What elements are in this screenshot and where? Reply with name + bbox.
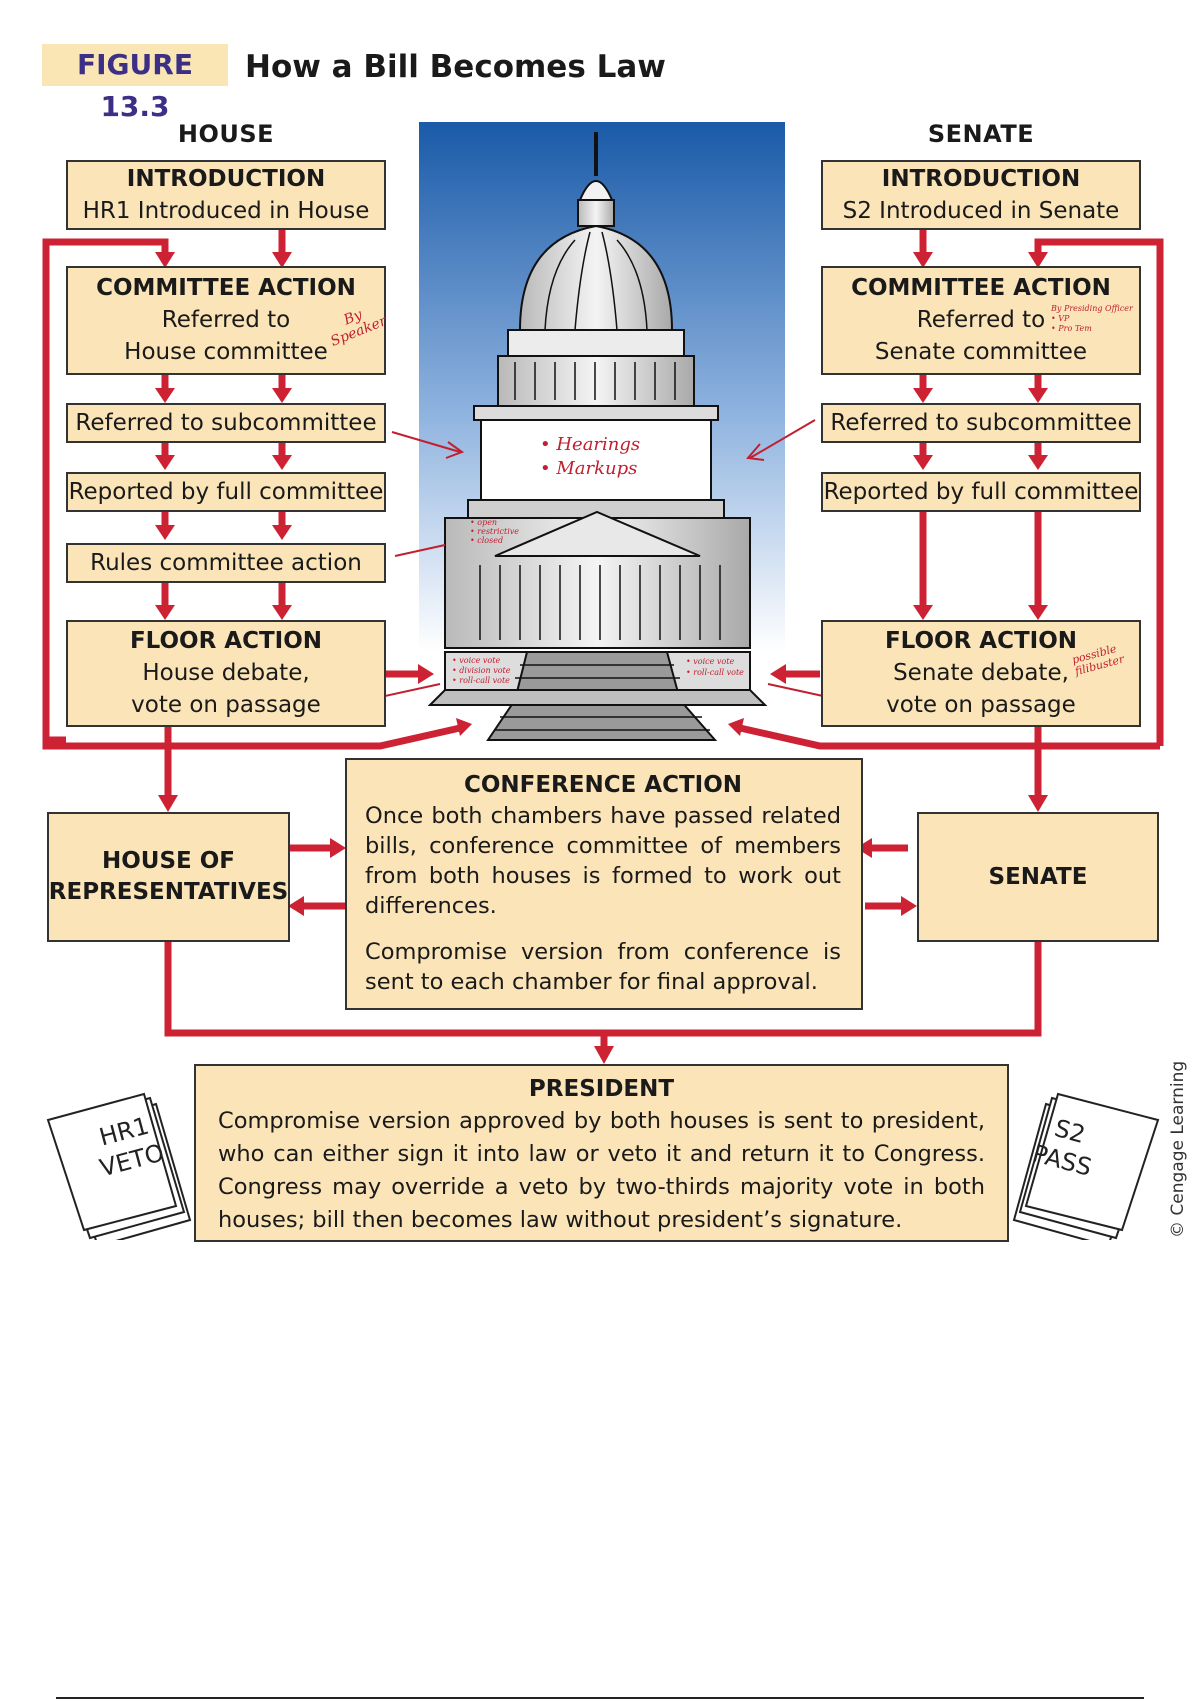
senate-heading: SENATE [927, 120, 1035, 148]
house-introduction-text: HR1 Introduced in House [82, 197, 370, 224]
house-floor-box: FLOOR ACTION House debate, vote on passa… [66, 620, 386, 727]
house-floor-line2: vote on passage [131, 692, 321, 718]
senate-introduction-text: S2 Introduced in Senate [842, 197, 1120, 224]
conference-para2: Compromise version from conference is se… [365, 939, 841, 995]
senate-committee-heading: COMMITTEE ACTION [851, 275, 1111, 301]
house-floor-heading: FLOOR ACTION [129, 628, 323, 654]
senate-floor-note: possible filibuster [1070, 642, 1126, 679]
senate-floor-line2: vote on passage [886, 692, 1076, 718]
pass-document-icon [1012, 1092, 1160, 1240]
figure-number: FIGURE 13.3 [42, 44, 228, 123]
senate-committee-line2: Senate committee [874, 339, 1088, 365]
credit-text: © Cengage Learning [1168, 1060, 1188, 1238]
senate-floor-box: FLOOR ACTION Senate debate, vote on pass… [821, 620, 1141, 727]
house-reported-box: Reported by full committee [66, 472, 386, 512]
conference-heading: CONFERENCE ACTION [463, 772, 743, 798]
house-rules-box: Rules committee action [66, 543, 386, 583]
senate-floor-line1: Senate debate, [893, 660, 1069, 686]
senate-reported-box: Reported by full committee [821, 472, 1141, 512]
house-introduction-box: INTRODUCTION HR1 Introduced in House [66, 160, 386, 230]
hearings-note: • Hearings [540, 434, 641, 455]
conference-box: CONFERENCE ACTION Once both chambers hav… [345, 758, 863, 1010]
president-box: PRESIDENT Compromise version approved by… [194, 1064, 1009, 1242]
senate-committee-line1: Referred to [916, 307, 1046, 333]
house-heading: HOUSE [177, 120, 275, 148]
house-subcommittee-box: Referred to subcommittee [66, 403, 386, 443]
senate-floor-heading: FLOOR ACTION [884, 628, 1078, 654]
senate-subcommittee-box: Referred to subcommittee [821, 403, 1141, 443]
house-introduction-heading: INTRODUCTION [126, 165, 326, 192]
senate-box: SENATE [917, 812, 1159, 942]
house-of-reps-line2: REPRESENTATIVES [48, 879, 289, 905]
president-heading: PRESIDENT [528, 1076, 675, 1102]
house-committee-line2: House committee [124, 339, 328, 365]
senate-box-label: SENATE [988, 863, 1088, 890]
president-text: Compromise version approved by both hous… [218, 1108, 985, 1233]
conference-para1: Once both chambers have passed related b… [365, 803, 841, 919]
house-vote-note: • voice vote • division vote • roll-call… [452, 656, 511, 685]
capitol-building-icon [427, 132, 768, 741]
house-of-representatives-box: HOUSE OF REPRESENTATIVES [47, 812, 290, 942]
veto-document-icon [46, 1092, 192, 1240]
senate-introduction-box: INTRODUCTION S2 Introduced in Senate [821, 160, 1141, 230]
house-committee-box: COMMITTEE ACTION Referred to House commi… [66, 266, 389, 375]
rules-note: • open • restrictive • closed [470, 518, 520, 545]
senate-introduction-heading: INTRODUCTION [881, 165, 1081, 192]
markups-note: • Markups [540, 458, 638, 479]
senate-vote-note: • voice vote • roll-call vote [686, 657, 744, 677]
house-of-reps-line1: HOUSE OF [101, 848, 236, 874]
house-committee-line1: Referred to [161, 307, 291, 333]
house-committee-heading: COMMITTEE ACTION [96, 275, 356, 301]
figure-title: How a Bill Becomes Law [245, 49, 666, 85]
senate-committee-note: By Presiding Officer • VP • Pro Tem [1051, 304, 1133, 333]
bottom-rule [56, 1697, 1144, 1699]
house-committee-note: By Speaker [328, 306, 389, 350]
house-floor-line1: House debate, [142, 660, 310, 686]
flow-arrowheads [155, 252, 1048, 1064]
senate-committee-box: COMMITTEE ACTION Referred to Senate comm… [821, 266, 1141, 375]
